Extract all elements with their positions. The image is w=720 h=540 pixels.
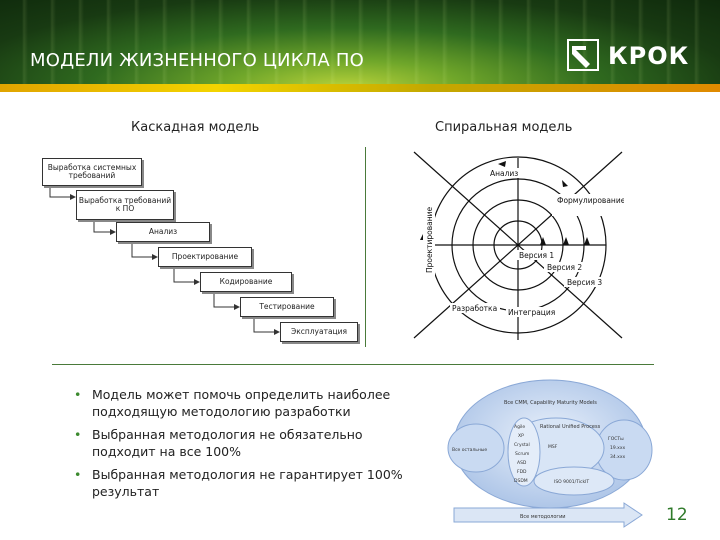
spiral-diagram: Анализ Формулирование требований Версия … xyxy=(412,150,624,340)
venn-graphic: Все CMM, Capability Maturity Models Rati… xyxy=(447,379,653,528)
bullet-item: •Выбранная методология не обязательно по… xyxy=(74,427,363,459)
venn-middle-item: Crystal xyxy=(514,442,530,448)
spiral-label-v1: Версия 1 xyxy=(519,251,554,260)
spiral-label-v2: Версия 2 xyxy=(547,263,582,272)
venn-middle-item: Agile xyxy=(514,424,525,430)
bullet-dot-icon: • xyxy=(74,387,82,402)
spiral-label-design: Проектирование xyxy=(425,206,434,273)
section-divider xyxy=(52,364,654,365)
spiral-title: Спиральная модель xyxy=(435,120,573,135)
venn-middle-item: FDD xyxy=(517,469,527,475)
bullet-dot-icon: • xyxy=(74,427,82,442)
header-light-streaks xyxy=(0,0,720,92)
header-banner: МОДЕЛИ ЖИЗНЕННОГО ЦИКЛА ПО КРОК xyxy=(0,0,720,92)
venn-right-item: ГОСТы xyxy=(608,436,624,442)
venn-middle-item: Scrum xyxy=(515,451,529,457)
page-title: МОДЕЛИ ЖИЗНЕННОГО ЦИКЛА ПО xyxy=(30,50,364,71)
venn-left-label: Все остальные xyxy=(452,447,487,453)
waterfall-title: Каскадная модель xyxy=(131,120,260,135)
methodology-venn-diagram: Все CMM, Capability Maturity Models Rati… xyxy=(444,378,658,530)
venn-msf-label: MSF xyxy=(548,444,558,450)
waterfall-step: Тестирование xyxy=(240,297,334,317)
venn-bottom-label: ISO 9001/TickIT xyxy=(554,479,589,485)
waterfall-step: Проектирование xyxy=(158,247,252,267)
bullet-dot-icon: • xyxy=(74,467,82,482)
bullet-list: •Модель может помочь определить наиболее… xyxy=(72,386,417,506)
venn-outer-label: Все CMM, Capability Maturity Models xyxy=(504,400,597,406)
waterfall-step: Кодирование xyxy=(200,272,292,292)
bullet-item: •Модель может помочь определить наиболее… xyxy=(74,387,391,419)
spiral-label-analysis: Анализ xyxy=(490,169,518,178)
venn-middle-item: DSDM xyxy=(514,478,528,484)
logo-text: КРОК xyxy=(608,42,690,70)
page-number: 12 xyxy=(666,505,688,525)
venn-right-item: 34.xxx xyxy=(610,454,625,460)
column-divider xyxy=(365,147,366,347)
spiral-label-requirements: Формулирование требований xyxy=(557,196,624,205)
venn-middle-item: XP xyxy=(518,433,524,439)
waterfall-step: Выработка требований к ПО xyxy=(76,190,174,220)
waterfall-step: Эксплуатация xyxy=(280,322,358,342)
spiral-label-v3: Версия 3 xyxy=(567,278,602,287)
bullet-item: •Выбранная методология не гарантирует 10… xyxy=(74,467,403,499)
spiral-label-dev: Разработка xyxy=(452,304,497,313)
waterfall-step: Анализ xyxy=(116,222,210,242)
venn-axis-label: Все методологии xyxy=(520,514,566,520)
spiral-label-integration: Интеграция xyxy=(508,308,555,317)
venn-inner-label: Rational Unified Process xyxy=(540,424,601,430)
waterfall-step: Выработка системных требований xyxy=(42,158,142,186)
krok-logo: КРОК xyxy=(566,38,706,78)
spiral-graphic: Анализ Формулирование требований Версия … xyxy=(413,151,624,340)
header-yellow-band xyxy=(0,84,720,92)
waterfall-diagram: Выработка системных требований Выработка… xyxy=(40,150,360,350)
krok-logo-icon xyxy=(567,39,599,71)
venn-right-item: 19.xxx xyxy=(610,445,625,451)
venn-middle-item: ASD xyxy=(517,460,527,466)
waterfall-connectors xyxy=(49,180,280,335)
